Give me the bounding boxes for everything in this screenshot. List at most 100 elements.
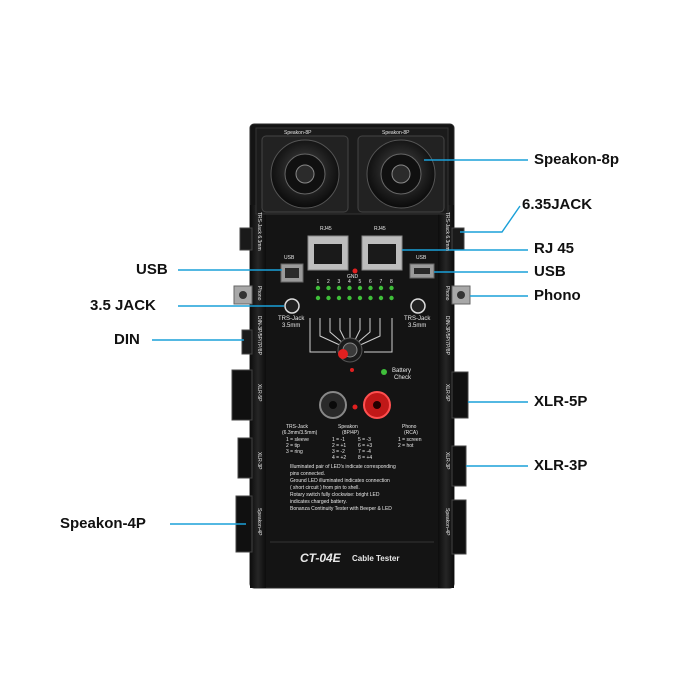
legend-speakon-sub: (8P/4P) [342,430,359,436]
side-right-din: DIN-3P/5P/7P/8P [444,316,450,355]
side-right-xlr5: XLR-5P [444,384,450,402]
callout-635-jack: 6.35JACK [522,196,593,213]
model-description: Cable Tester [352,554,400,563]
gnd-led [352,268,358,274]
legend-trs-sub: (6.3mm/3.5mm) [282,430,318,436]
legend-phono-sub: (RCA) [404,430,418,436]
callout-speakon-4p: Speakon-4P [60,515,146,532]
led-number-3: 3 [337,279,341,285]
legend-phono-line-2: 2 = hot [398,443,414,449]
xlr5-right-socket [451,371,469,419]
side-right-trs: TRS-Jack 6.3mm [444,212,450,251]
led-7-lower [378,295,384,301]
led-5-upper [357,285,363,291]
side-left-trs: TRS-Jack 6.3mm [256,212,262,251]
trs-35-left-socket [284,298,300,314]
rj45-left-port [307,235,349,271]
callout-din: DIN [114,331,140,348]
battery-led [381,369,387,375]
rj45-left-label: RJ45 [320,226,332,232]
legend-speakon-line-1: 1 = -1 [332,437,345,443]
led-8-upper [389,285,394,291]
led-7-upper [378,285,384,291]
led-1-lower [315,295,321,301]
legend-trs-line-1: 1 = sleeve [286,437,309,443]
legend-speakon-line-2: 2 = +1 [332,443,347,449]
rotary-red-marker [338,349,348,359]
battery-check-label: Battery [392,368,412,374]
speakon-8p-right-connector [357,135,445,213]
led-6-upper [368,285,373,291]
led-row [315,285,394,301]
led-3-upper [336,285,342,291]
note-line-3: Ground LED illuminated indicates connect… [290,478,390,484]
phono-left-socket [233,285,253,305]
led-6-lower [368,295,373,301]
trs-left-label: TRS-Jack [278,316,305,322]
led-number-5: 5 [358,279,362,285]
side-right-speakon4: Speakon-4P [444,508,450,536]
usb-left-label: USB [284,255,295,261]
callout-phono: Phono [534,287,581,304]
model-name: CT-04E [300,551,341,565]
led-number-6: 6 [369,279,372,285]
led-5-lower [357,295,363,301]
side-left-din: DIN-3P/5P/7P/8P [256,316,262,355]
side-right-phono: Phono [444,286,450,301]
legend-speakon-line-8: 8 = +4 [358,455,373,461]
side-left-phono: Phono [256,286,262,301]
xlr3-left-socket [237,437,253,479]
legend-speakon-line-7: 7 = -4 [358,449,371,455]
xlr3-right-socket [451,445,467,487]
legend-speakon-line-4: 4 = +2 [332,455,347,461]
note-line-2: pins connected. [290,471,326,477]
jack-635-left-socket [239,227,253,251]
led-3-lower [336,295,342,301]
callout-xlr-5p: XLR-5P [534,393,588,410]
side-left-speakon4: Speakon-4P [256,508,262,536]
usb-right-port [409,263,435,279]
callout-usb-right: USB [534,263,566,280]
led-number-1: 1 [316,279,320,285]
phono-front-socket-black [319,391,347,419]
legend-phono-title: Phono [402,424,417,430]
legend-speakon-line-5: 5 = -3 [358,437,371,443]
speakon-left-label: Speakon-8P [284,130,312,136]
legend-speakon-line-6: 6 = +3 [358,443,373,449]
din-left-socket [241,329,253,355]
led-number-2: 2 [327,279,330,285]
gnd-label: GND [347,274,359,280]
speakon-right-label: Speakon-8P [382,130,410,136]
led-2-lower [326,295,331,301]
legend-trs-line-2: 2 = tip [286,443,300,449]
note-line-1: Illuminated pair of LED's indicate corre… [290,464,396,470]
phono-front-socket-red [363,391,391,419]
led-1-upper [315,285,321,291]
battery-check-label-2: Check [394,375,412,381]
side-right-xlr3: XLR-3P [444,452,450,470]
callout-35-jack: 3.5 JACK [90,297,156,314]
callout-rj45: RJ 45 [534,240,575,257]
speakon-8p-left-connector [261,135,349,213]
note-line-6: indicates charged battery. [290,499,347,505]
xlr5-left-socket [231,369,253,421]
led-number-4: 4 [348,279,351,285]
callout-lines [152,159,528,525]
note-line-5: Rotary switch fully clockwise: bright LE… [290,492,380,498]
trs-right-size: 3.5mm [408,323,427,329]
speakon4-right-socket [451,499,467,555]
callout-xlr-3p: XLR-3P [534,457,588,474]
trs-35-right-socket [410,298,426,314]
side-left-xlr5: XLR-5P [256,384,262,402]
rj45-right-port [361,235,403,271]
led-number-8: 8 [390,279,393,285]
usb-right-label: USB [416,255,427,261]
legend-trs-line-3: 3 = ring [286,449,303,455]
rj45-right-label: RJ45 [374,226,386,232]
legend-speakon-title: Speakon [338,424,358,430]
phono-right-socket [451,285,471,305]
led-2-upper [326,285,331,291]
callout-usb-left: USB [136,261,168,278]
note-line-7: Bonanza Continuity Tester with Beeper & … [290,506,392,512]
